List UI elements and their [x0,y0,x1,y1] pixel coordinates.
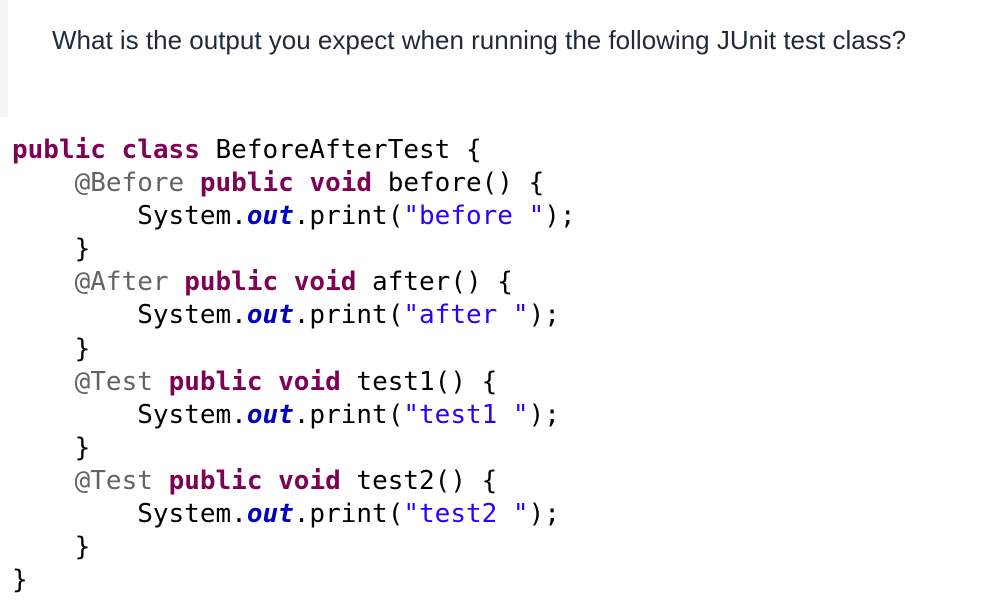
code-line: } [12,333,576,366]
code-line: } [12,564,576,597]
code-line: @Before public void before() { [12,167,576,200]
code-text: test2() { [340,465,498,496]
code-string: "test2 " [403,499,529,530]
code-text [169,267,185,297]
code-line: System.out.print("before "); [12,200,576,233]
code-field: out [246,300,294,331]
code-text: .print( [293,399,404,430]
code-text: } [12,333,91,364]
code-text: System. [12,300,247,331]
code-keyword: void [293,267,357,298]
code-line: } [12,432,576,465]
left-accent-bar [0,0,8,117]
code-text: System. [12,499,247,530]
code-text: .print( [293,201,404,232]
code-text [184,168,200,198]
code-annotation: @Before [74,168,185,199]
code-text: } [12,532,91,563]
code-text [294,168,310,198]
code-line: @After public void after() { [12,266,576,299]
code-annotation: @Test [74,366,153,397]
code-line: System.out.print("after "); [12,299,576,332]
code-text [12,367,75,397]
question-text: What is the output you expect when runni… [52,25,907,55]
code-text [262,466,278,496]
code-text: ); [528,399,560,430]
code-text [153,367,169,397]
code-line: @Test public void test1() { [12,366,576,399]
code-field: out [246,499,294,530]
code-line: @Test public void test2() { [12,465,576,498]
code-text: .print( [293,499,404,530]
code-field: out [246,399,294,430]
code-text [153,466,169,496]
code-text: before() { [372,168,545,199]
code-text: ); [544,201,576,232]
code-text [12,267,75,297]
code-text [278,267,294,297]
code-text: test1() { [340,366,498,397]
code-field: out [246,201,294,232]
code-line: } [12,531,576,564]
code-text: .print( [293,300,404,331]
code-line: System.out.print("test2 "); [12,498,576,531]
code-keyword: void [278,465,341,496]
code-text: ); [528,300,560,331]
code-annotation: @Test [74,465,153,496]
code-text: ); [528,499,560,530]
code-text: } [12,565,28,596]
code-line: public class BeforeAfterTest { [12,134,576,167]
code-text: System. [12,399,247,430]
code-keyword: public [184,267,279,298]
code-line: } [12,233,576,266]
code-keyword: public [168,465,263,496]
code-line: System.out.print("test1 "); [12,399,576,432]
code-keyword: public [199,168,294,199]
code-text: } [12,432,91,463]
code-keyword: public [12,135,106,165]
code-string: "test1 " [403,399,529,430]
code-string: "after " [403,300,529,331]
code-annotation: @After [74,267,169,298]
code-keyword: void [309,168,373,199]
code-text: System. [12,201,247,232]
code-text: after() { [356,267,513,298]
code-text [12,168,75,198]
code-text [106,135,122,165]
code-text: BeforeAfterTest { [199,135,482,165]
code-keyword: void [278,366,341,397]
code-keyword: public [168,366,263,397]
code-block: public class BeforeAfterTest { @Before p… [12,134,576,597]
code-text [262,367,278,397]
code-text [12,466,75,496]
code-keyword: class [121,135,200,165]
code-text: } [12,234,91,265]
code-string: "before " [403,201,545,232]
